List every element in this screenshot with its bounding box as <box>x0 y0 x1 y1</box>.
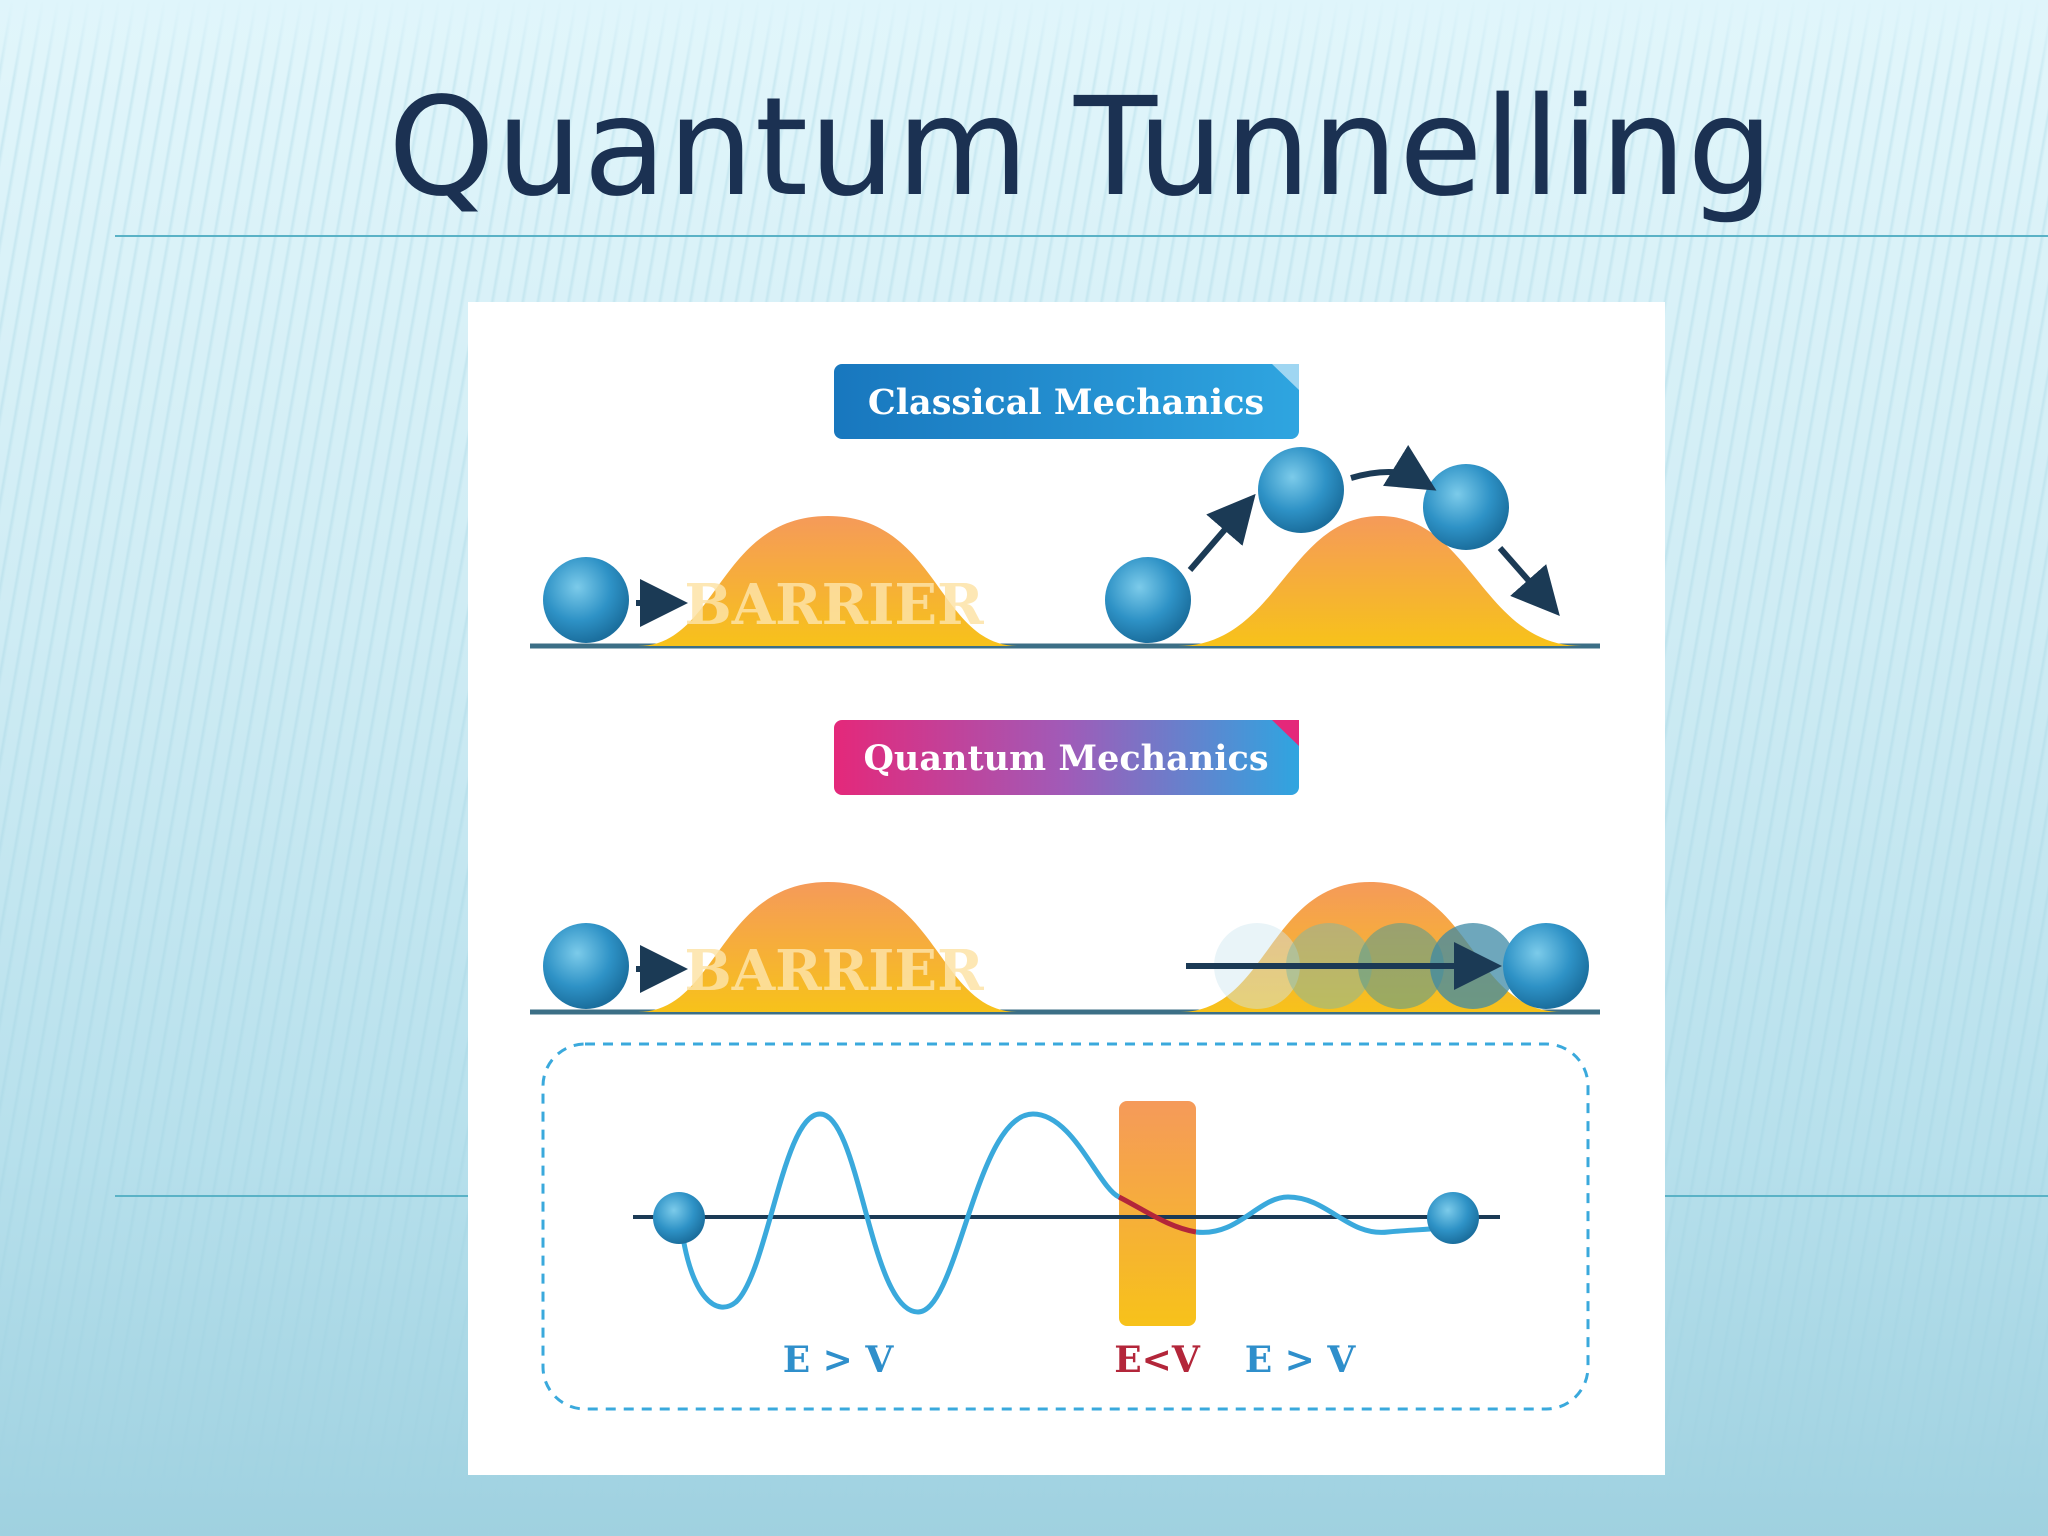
classical-mechanics-tag: Classical Mechanics <box>834 364 1299 439</box>
classical-mechanics-label: Classical Mechanics <box>868 382 1264 423</box>
ball-quantum-end <box>1503 923 1589 1009</box>
arrow-classical-over <box>1350 444 1437 491</box>
wavefunction-decay <box>1117 1194 1197 1235</box>
ball-classical-start <box>543 557 629 643</box>
particle-left <box>653 1192 705 1244</box>
background-highlight <box>0 0 2048 80</box>
barrier-text-quantum: BARRIER <box>684 938 984 1004</box>
wavefunction-incident <box>677 1111 1121 1315</box>
title-divider <box>115 235 2048 237</box>
barrier-text-classical: BARRIER <box>684 572 984 638</box>
barrier-hill-quantum <box>638 882 1018 1012</box>
ball-classical-over-1 <box>1258 447 1344 533</box>
diagram-card: Classical Mechanics BARRIER Quantum Mech… <box>468 302 1665 1475</box>
barrier-hill-classical-over <box>1178 516 1582 646</box>
wavefunction-transmitted <box>1195 1194 1454 1235</box>
particle-right <box>1427 1192 1479 1244</box>
arrow-classical-up <box>1187 493 1256 572</box>
quantum-mechanics-tag: Quantum Mechanics <box>834 720 1299 795</box>
ball-classical-launch <box>1105 557 1191 643</box>
slide-title: Quantum Tunnelling <box>388 69 1775 227</box>
arrow-classical-down <box>1497 546 1560 617</box>
ball-classical-over-2 <box>1423 464 1509 550</box>
quantum-mechanics-label: Quantum Mechanics <box>863 738 1268 779</box>
tunnelling-diagram: Classical Mechanics BARRIER Quantum Mech… <box>530 364 1600 1411</box>
energy-label-right: E > V <box>1245 1339 1357 1381</box>
energy-label-left: E > V <box>783 1339 895 1381</box>
energy-label-middle: E<V <box>1114 1339 1201 1381</box>
ball-quantum-start <box>543 923 629 1009</box>
barrier-hill-classical <box>638 516 1018 646</box>
wavefunction-panel <box>541 1042 1590 1411</box>
potential-barrier <box>1119 1101 1196 1326</box>
